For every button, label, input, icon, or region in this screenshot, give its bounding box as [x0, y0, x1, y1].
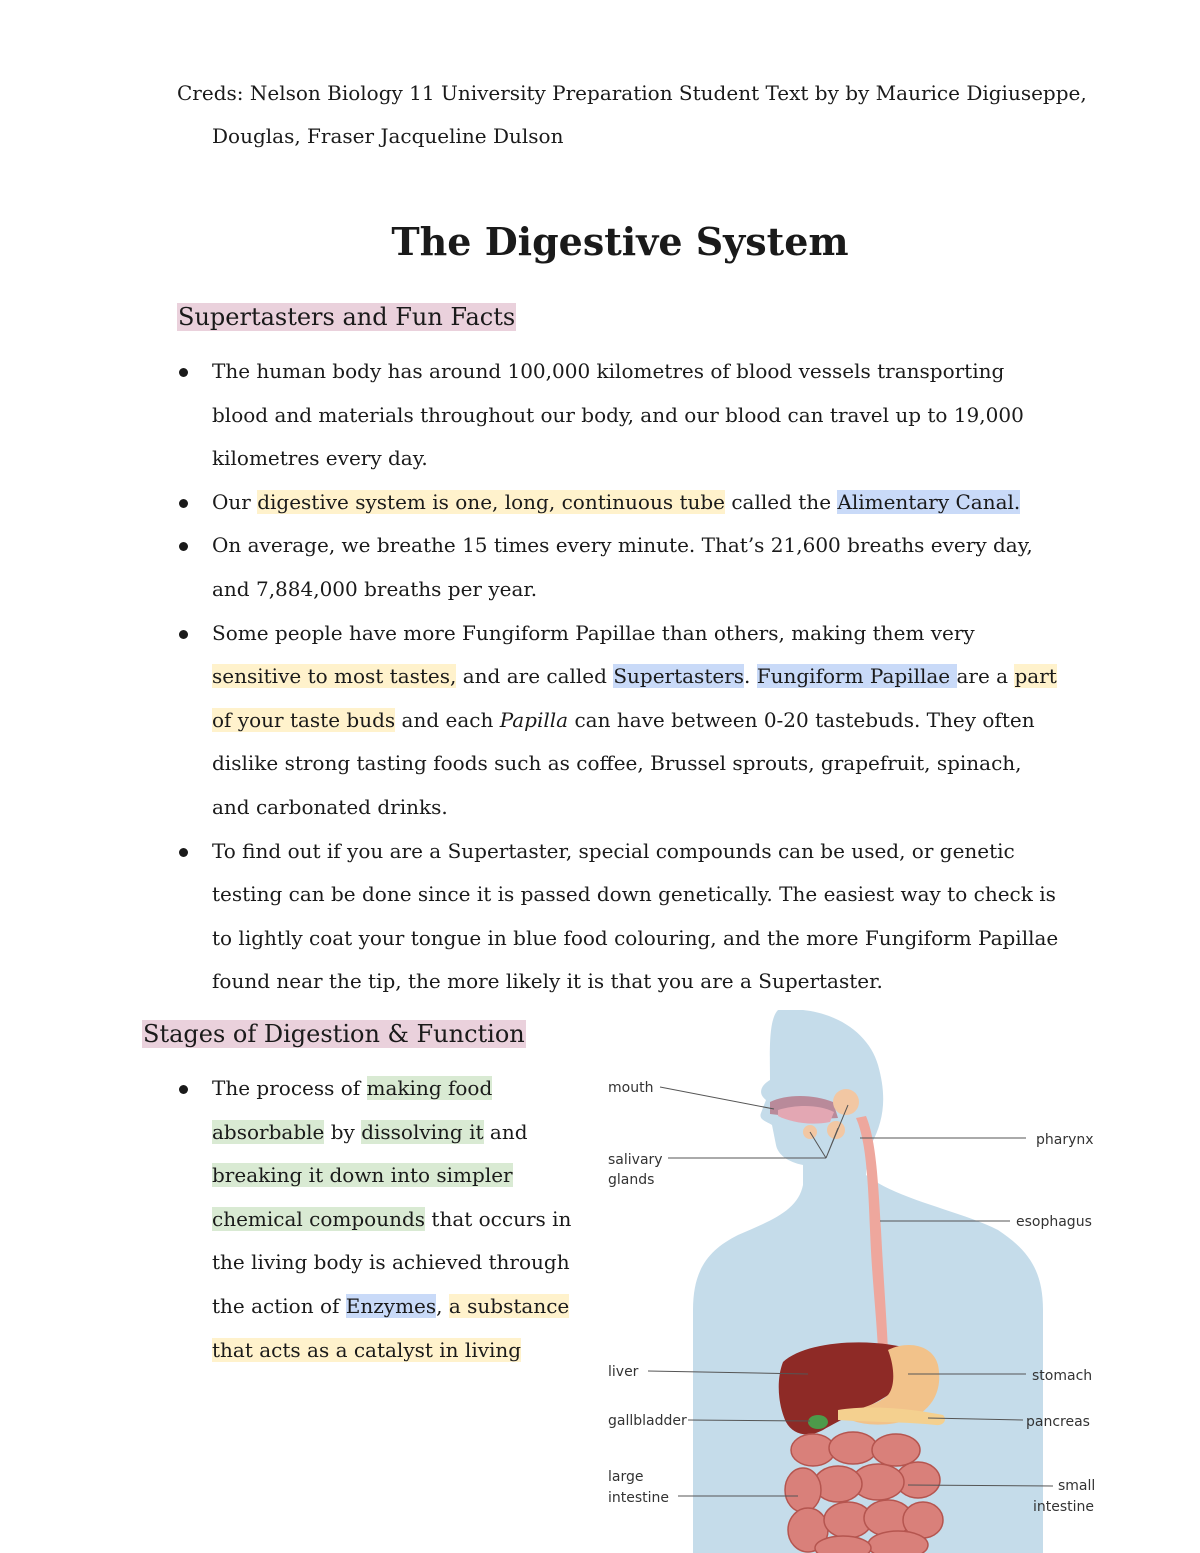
- highlighted-text: digestive system is one, long, continuou…: [257, 489, 725, 514]
- intestine-loop: [813, 1465, 863, 1503]
- section-heading-stages: Stages of Digestion & Function: [142, 1020, 526, 1048]
- highlighted-text: Enzymes: [345, 1293, 437, 1318]
- esophagus: [856, 1116, 888, 1350]
- text-run: and are called: [456, 664, 614, 689]
- digestive-system-illustration: mouth salivary glands pharynx esophagus …: [608, 1010, 1095, 1553]
- intestine-loop: [784, 1467, 822, 1513]
- fact-bullet: The human body has around 100,000 kilome…: [177, 350, 1062, 481]
- label-esophagus: esophagus: [1016, 1214, 1092, 1230]
- label-small: small: [1058, 1478, 1095, 1494]
- text-run: The human body has around 100,000 kilome…: [212, 359, 1024, 471]
- text-run: called the: [725, 489, 838, 514]
- text-run: To find out if you are a Supertaster, sp…: [212, 838, 1059, 994]
- text-run: The process of: [212, 1076, 367, 1100]
- intestines: [784, 1431, 944, 1553]
- text-run: are a: [956, 664, 1015, 689]
- text-run: by: [324, 1119, 362, 1144]
- label-small-intestine: intestine: [1033, 1499, 1094, 1515]
- gallbladder: [808, 1415, 828, 1429]
- text-run: ,: [436, 1293, 449, 1318]
- fact-bullet: On average, we breathe 15 times every mi…: [177, 524, 1062, 611]
- highlighted-text: Supertasters: [613, 664, 745, 689]
- salivary-gland: [827, 1121, 845, 1139]
- stomach: [843, 1345, 940, 1425]
- text-run: Papilla: [499, 707, 569, 732]
- pancreas: [838, 1407, 946, 1426]
- credits-line: Creds: Nelson Biology 11 University Prep…: [177, 81, 1087, 148]
- label-stomach: stomach: [1032, 1368, 1092, 1384]
- intestine-loop: [867, 1530, 929, 1553]
- digestive-system-diagram: mouth salivary glands pharynx esophagus …: [598, 1010, 1118, 1553]
- intestine-loop: [828, 1431, 878, 1465]
- text-run: and each: [395, 707, 500, 732]
- label-liver: liver: [608, 1364, 639, 1380]
- label-large: large: [608, 1469, 643, 1485]
- text-run: .: [744, 664, 757, 689]
- fact-bullet: To find out if you are a Supertaster, sp…: [177, 830, 1062, 1004]
- fun-facts-list: The human body has around 100,000 kilome…: [177, 350, 1062, 1004]
- highlighted-text: Alimentary Canal.: [837, 489, 1021, 514]
- highlighted-text: dissolving it: [361, 1119, 484, 1144]
- highlighted-text: Fungiform Papillae: [756, 664, 957, 689]
- fact-bullet: Our digestive system is one, long, conti…: [177, 481, 1062, 525]
- highlighted-text: sensitive to most tastes,: [212, 664, 457, 689]
- label-leader-lines: [647, 1086, 1054, 1497]
- intestine-loop: [814, 1535, 872, 1553]
- text-run: On average, we breathe 15 times every mi…: [212, 533, 1033, 601]
- text-run: that occurs in the living body is achiev…: [212, 1206, 572, 1318]
- salivary-gland: [833, 1089, 859, 1115]
- stages-list: The process of making food absorbable by…: [177, 1067, 587, 1372]
- page-title: The Digestive System: [391, 219, 849, 264]
- stage-bullet: The process of making food absorbable by…: [177, 1067, 587, 1372]
- liver: [778, 1342, 916, 1435]
- label-salivary: salivary: [608, 1152, 663, 1168]
- intestine-loop: [871, 1433, 921, 1467]
- body-silhouette: [693, 1010, 1043, 1553]
- tongue: [778, 1106, 834, 1124]
- text-run: and: [483, 1119, 528, 1144]
- text-run: Our: [212, 489, 258, 514]
- label-pharynx: pharynx: [1036, 1132, 1094, 1148]
- label-mouth: mouth: [608, 1080, 653, 1096]
- text-run: can have between 0-20 tastebuds. They of…: [212, 707, 1035, 819]
- label-gallbladder: gallbladder: [608, 1413, 687, 1429]
- text-run: Some people have more Fungiform Papillae…: [212, 620, 975, 645]
- label-pancreas: pancreas: [1026, 1414, 1090, 1430]
- label-glands: glands: [608, 1172, 654, 1188]
- intestine-loop: [790, 1433, 836, 1467]
- label-large-intestine: intestine: [608, 1490, 669, 1506]
- section-heading-supertasters: Supertasters and Fun Facts: [177, 303, 517, 331]
- fact-bullet: Some people have more Fungiform Papillae…: [177, 612, 1062, 830]
